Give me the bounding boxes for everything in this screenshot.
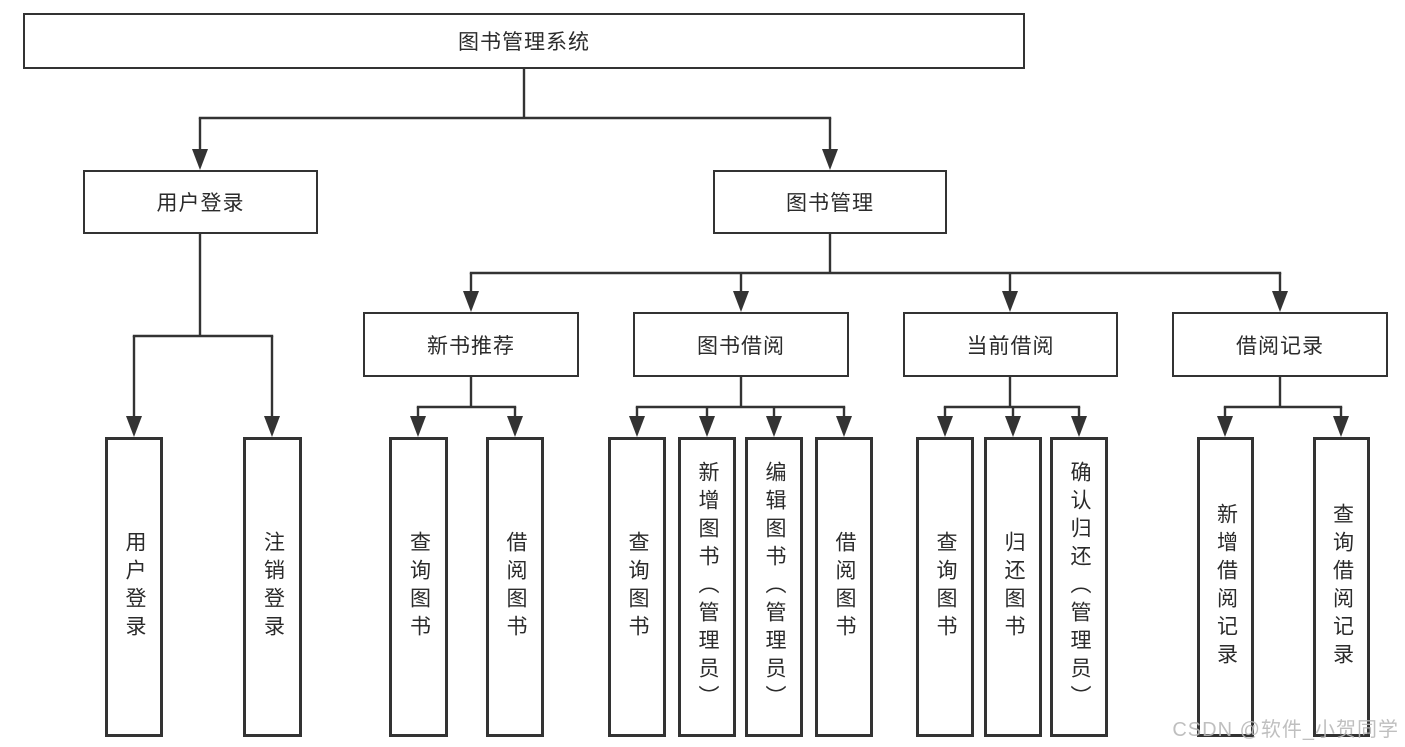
leaf-current-confirm-return-admin: 确认归还（管理员） [1050,437,1108,737]
leaf-record-query-borrow-record: 查询借阅记录 [1313,437,1370,737]
leaf-current-query-books: 查询图书 [916,437,974,737]
node-user-login: 用户登录 [83,170,318,234]
node-borrow-record: 借阅记录 [1172,312,1388,377]
leaf-recommend-borrow-books: 借阅图书 [486,437,544,737]
csdn-watermark: CSDN @软件_小贺同学 [1172,719,1399,741]
leaf-recommend-query-books: 查询图书 [389,437,448,737]
leaf-borrow-query-books: 查询图书 [608,437,666,737]
leaf-current-return-books: 归还图书 [984,437,1042,737]
node-current-borrow: 当前借阅 [903,312,1118,377]
leaf-user-login: 用户登录 [105,437,163,737]
leaf-borrow-edit-books-admin: 编辑图书（管理员） [745,437,803,737]
node-book-borrow: 图书借阅 [633,312,849,377]
leaf-borrow-borrow-books: 借阅图书 [815,437,873,737]
leaf-record-add-borrow-record: 新增借阅记录 [1197,437,1254,737]
node-root: 图书管理系统 [23,13,1025,69]
leaf-borrow-add-books-admin: 新增图书（管理员） [678,437,736,737]
node-new-book-recommend: 新书推荐 [363,312,579,377]
node-book-management: 图书管理 [713,170,947,234]
leaf-logout: 注销登录 [243,437,302,737]
arrowheads [126,149,1349,437]
